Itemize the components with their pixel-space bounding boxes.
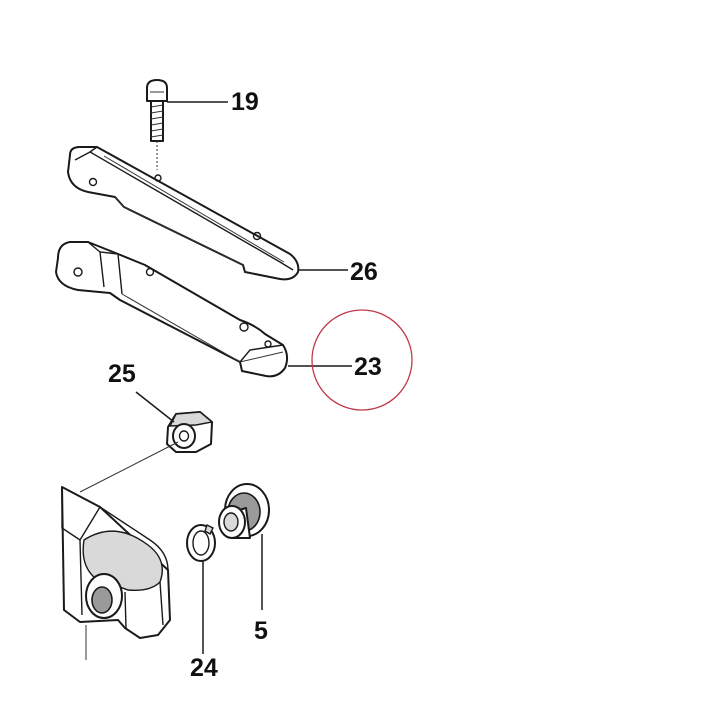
- split-ring-24[interactable]: [186, 524, 216, 562]
- leader-25: [135, 391, 175, 423]
- nut-25[interactable]: [166, 411, 214, 453]
- callout-5[interactable]: 5: [254, 617, 268, 645]
- bracket-plate-26[interactable]: [67, 146, 300, 281]
- callout-19[interactable]: 19: [231, 88, 259, 116]
- screw-19[interactable]: [146, 79, 168, 170]
- axis-line-25: [79, 441, 179, 493]
- bracket-plate-23[interactable]: [55, 241, 289, 378]
- callout-26[interactable]: 26: [350, 258, 378, 286]
- callout-23[interactable]: 23: [354, 353, 382, 381]
- housing-body: [61, 486, 171, 660]
- callout-25[interactable]: 25: [108, 360, 136, 388]
- bushing-5[interactable]: [218, 483, 270, 539]
- highlight-circle-23: [311, 309, 413, 411]
- callout-24[interactable]: 24: [190, 654, 218, 682]
